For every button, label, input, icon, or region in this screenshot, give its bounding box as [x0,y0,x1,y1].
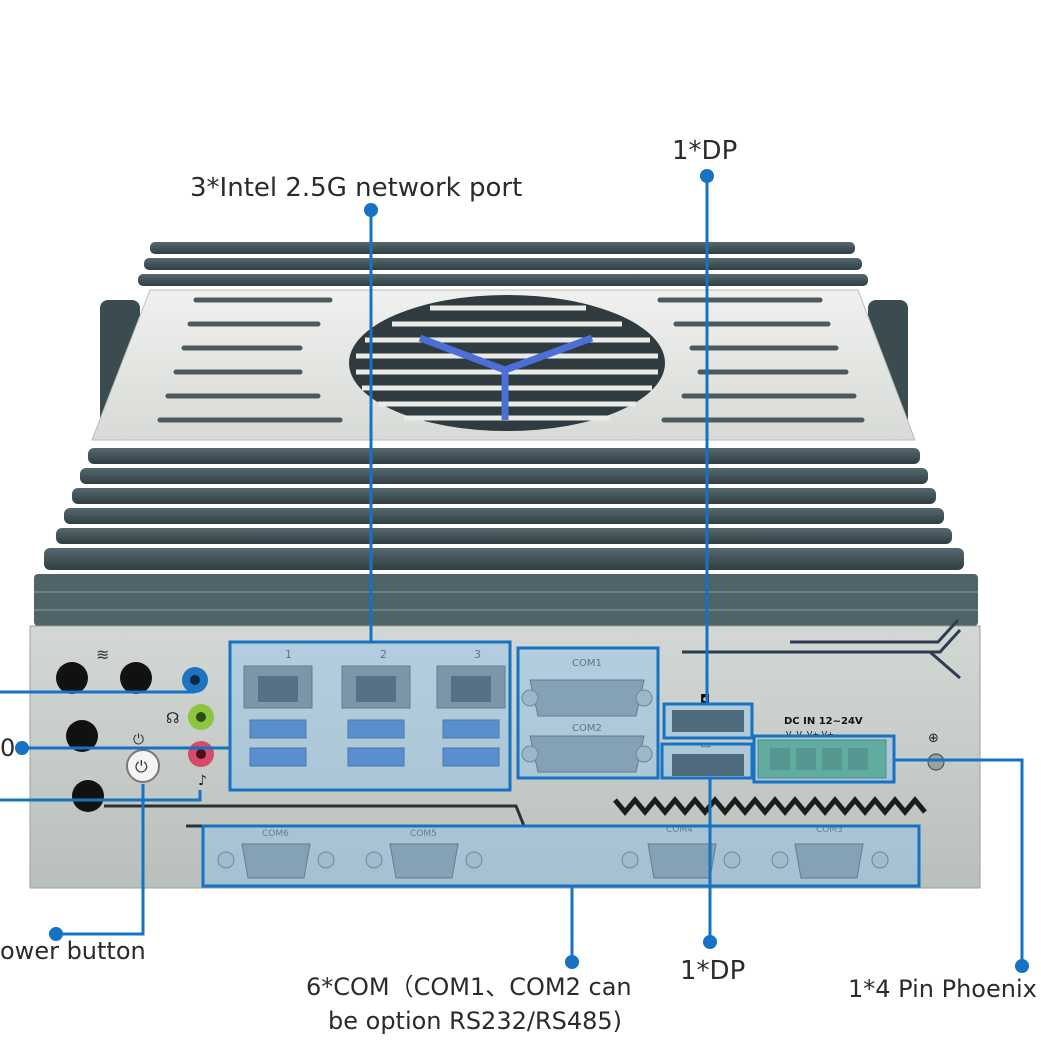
com4-marking: COM4 [666,825,693,835]
antenna-connectors [56,662,152,812]
power-button: ⏻ ⏻ [126,732,160,783]
svg-text:⏻: ⏻ [133,732,144,748]
com1-marking: COM1 [572,658,602,669]
highlight-dc-in [752,734,896,784]
com-ports-bottom: COM6 COM5 COM4 COM3 [217,825,889,879]
com2-marking: COM2 [572,723,602,734]
usb-ports [249,719,500,767]
highlight-lan-usb [228,640,512,792]
phoenix-label: 1*4 Pin Phoenix [848,975,1037,1003]
headphone-icon: ☊ [166,709,179,727]
dc-in-marking: DC IN 12~24V [784,716,863,727]
highlight-boxes [201,640,921,888]
microphone-icon: ♪ [198,773,207,789]
callout-dots [15,169,1029,973]
com-ports-stacked: COM1 COM2 [521,658,653,773]
network-port-label: 3*Intel 2.5G network port [190,173,523,203]
top-heatsink-fins [138,242,868,286]
dp-top-label: 1*DP [672,136,738,166]
ground-icon: ⊕ [928,731,939,746]
mini-pc-device: ≋ ☊ ♪ ⏻ ⏻ 1 2 3 [29,242,981,889]
top-plate-vents-right [657,297,865,423]
dc-in-terminal: DC IN 12~24V V- V- V+ V+ ⊕ [757,716,945,779]
panel-decoration-lines [682,618,962,680]
dp-bottom-label: 1*DP [680,956,746,986]
callout-lines [0,176,1024,966]
highlight-com1-com2 [516,646,660,780]
highlight-hdmi [660,742,754,780]
ground-screw [927,753,945,771]
com-label-line2: be option RS232/RS485) [328,1007,623,1035]
com5-marking: COM5 [410,829,437,839]
wifi-icon: ≋ [96,645,109,664]
lan-ports: 1 2 3 [243,648,506,709]
display-ports: ◘ ▭ [672,693,744,776]
left-cropped-label: 0 [0,734,16,762]
power-icon: ⏻ [135,757,148,776]
front-heatsink-fins [34,448,978,626]
power-button-label: ower button [0,937,146,965]
highlight-bottom-com [201,824,921,888]
top-plate-vents-left [157,297,343,423]
dp-icon: ◘ [700,693,710,708]
lan-label-2: 2 [380,648,387,661]
lan-label-3: 3 [474,648,481,661]
lan-label-1: 1 [285,648,292,661]
com3-marking: COM3 [816,825,843,835]
com6-marking: COM6 [262,829,289,839]
front-vent-pattern [613,796,927,816]
highlight-dp [662,702,754,740]
fan-grille [349,295,665,431]
com-label-line1: 6*COM（COM1、COM2 can [306,973,632,1001]
